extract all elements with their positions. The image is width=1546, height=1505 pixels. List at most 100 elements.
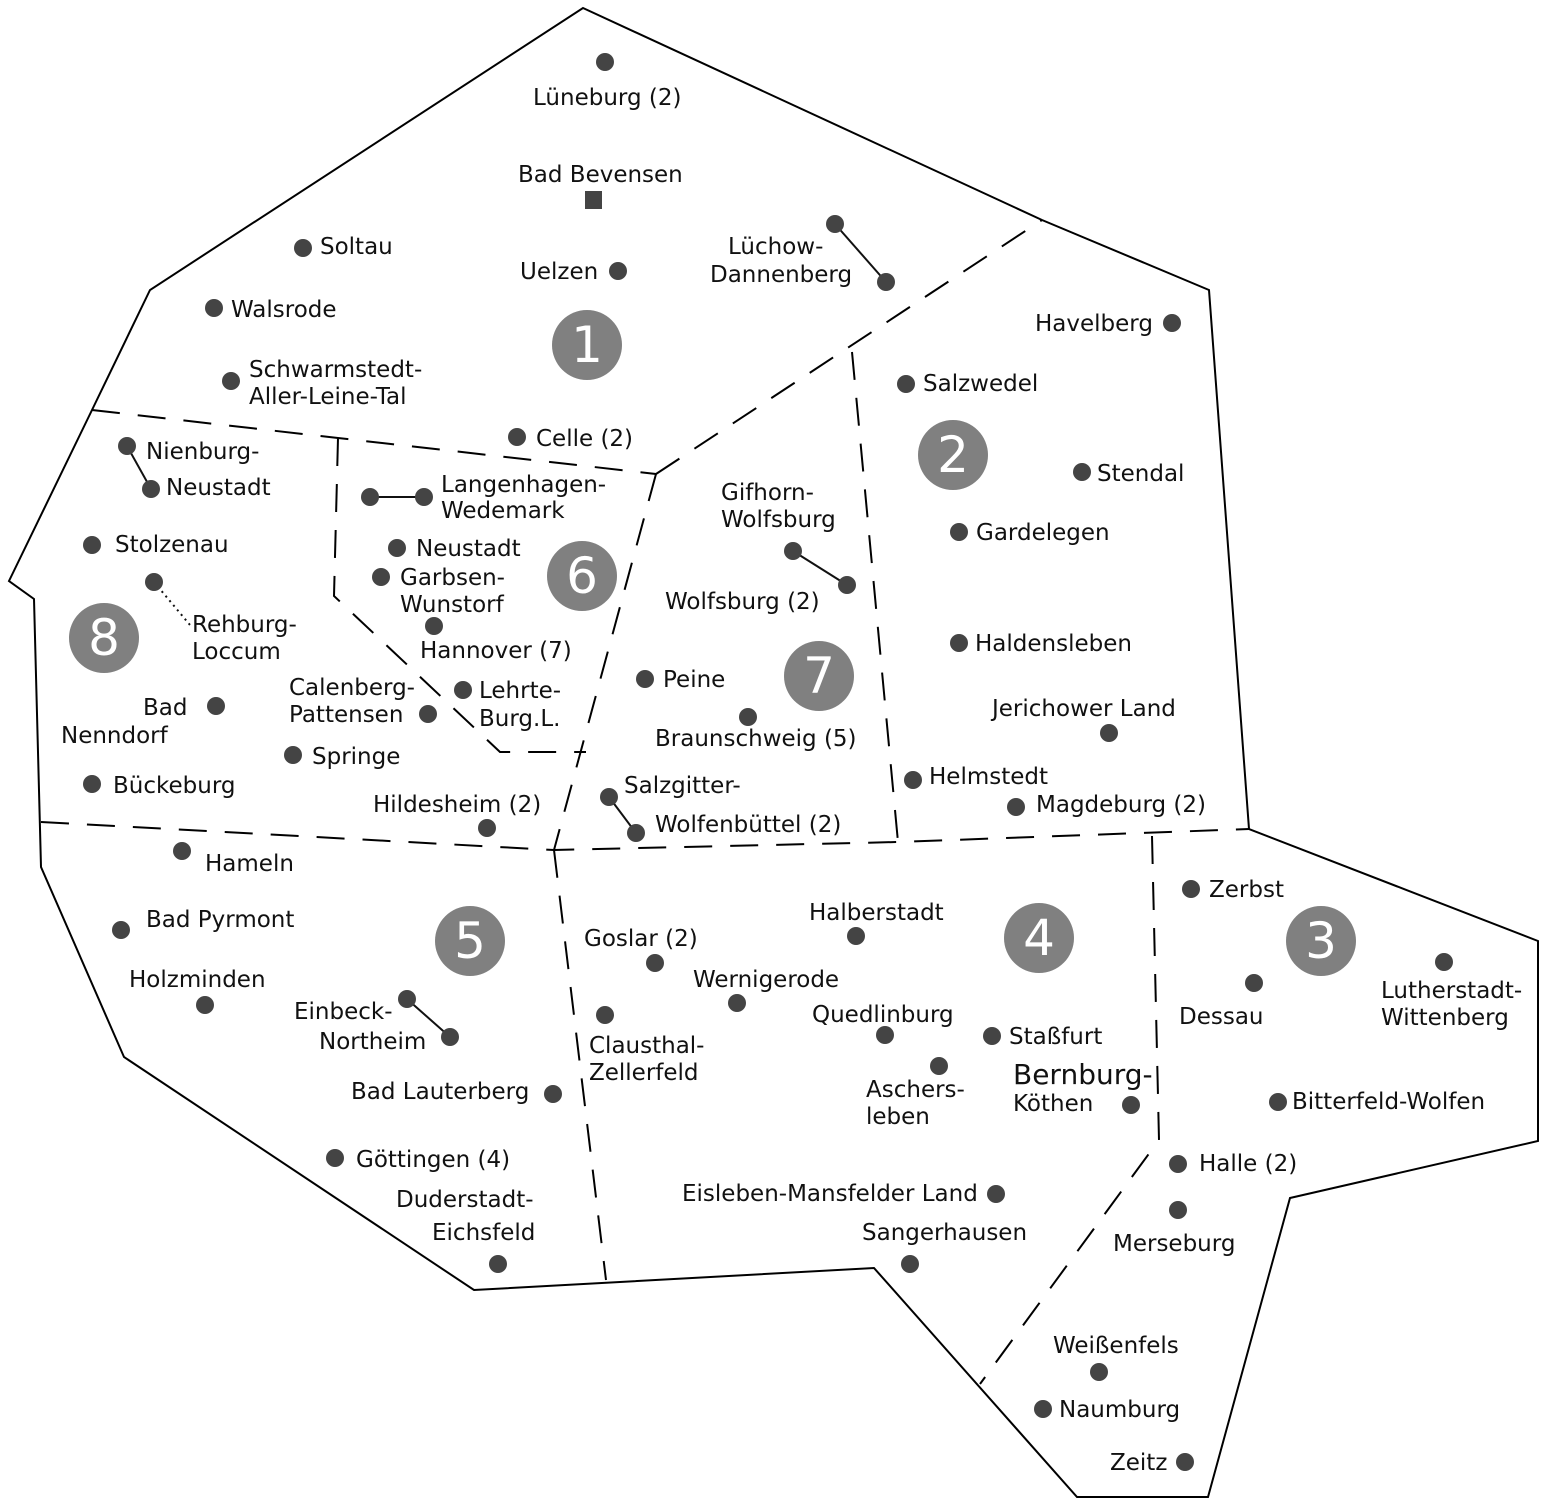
location-marker-schwarmstedt[interactable] — [222, 372, 240, 390]
boundary-1-2-7 — [655, 219, 1043, 475]
boundary-2-7 — [851, 351, 899, 843]
location-marker-einbeck[interactable] — [398, 990, 416, 1008]
location-label-magdeburg: Magdeburg (2) — [1036, 792, 1206, 818]
location-marker-aschersleben[interactable] — [930, 1057, 948, 1075]
location-label-hannover: Hannover (7) — [420, 638, 572, 664]
location-label-nienburg-2: Neustadt — [166, 475, 271, 501]
boundary-5-4 — [553, 849, 607, 1281]
location-marker-soltau[interactable] — [294, 239, 312, 257]
location-marker-naumburg[interactable] — [1034, 1400, 1052, 1418]
location-marker-peine[interactable] — [636, 670, 654, 688]
location-marker-braunschweig[interactable] — [739, 708, 757, 726]
location-marker-hameln[interactable] — [173, 842, 191, 860]
location-marker-lehrte[interactable] — [454, 681, 472, 699]
location-marker-bad-bevensen-square[interactable] — [585, 191, 602, 209]
location-marker-haldensleben[interactable] — [950, 634, 968, 652]
location-marker-clausthal[interactable] — [596, 1006, 614, 1024]
location-marker-jerichower[interactable] — [1100, 724, 1118, 742]
location-marker-langenhagen[interactable] — [361, 488, 379, 506]
location-marker-stolzenau[interactable] — [83, 536, 101, 554]
location-marker-rehburg[interactable] — [145, 573, 163, 591]
region-badge-4: 4 — [1004, 903, 1074, 973]
location-marker-holzminden[interactable] — [196, 996, 214, 1014]
location-label-naumburg: Naumburg — [1059, 1397, 1180, 1423]
location-label-merseburg: Merseburg — [1113, 1231, 1235, 1257]
location-marker-quedlinburg[interactable] — [876, 1026, 894, 1044]
location-marker-bad-lauterberg[interactable] — [544, 1085, 562, 1103]
location-marker-bernburg[interactable] — [1122, 1096, 1140, 1114]
location-marker-wittenberg[interactable] — [1435, 953, 1453, 971]
region-badge-label: 4 — [1023, 909, 1055, 967]
location-marker-eisleben[interactable] — [987, 1185, 1005, 1203]
location-marker-stassfurt[interactable] — [983, 1027, 1001, 1045]
location-marker-walsrode[interactable] — [205, 299, 223, 317]
location-marker-hildesheim[interactable] — [478, 819, 496, 837]
location-marker-wolfsburg[interactable] — [838, 576, 856, 594]
location-label-goslar: Goslar (2) — [584, 926, 698, 952]
location-marker-sangerhausen[interactable] — [901, 1255, 919, 1273]
location-marker-neustadt-8[interactable] — [142, 480, 160, 498]
location-marker-halle[interactable] — [1169, 1155, 1187, 1173]
location-marker-neustadt-6[interactable] — [388, 539, 406, 557]
location-marker-gardelegen[interactable] — [950, 523, 968, 541]
location-label-peine: Peine — [663, 667, 725, 693]
location-marker-garbsen[interactable] — [372, 568, 390, 586]
location-label-calenberg-2: Pattensen — [289, 702, 403, 728]
location-label-gifhorn-1: Gifhorn- — [721, 480, 814, 506]
location-label-goettingen: Göttingen (4) — [356, 1147, 510, 1173]
location-label-garbsen-2: Wunstorf — [400, 592, 505, 618]
location-marker-dessau[interactable] — [1245, 974, 1263, 992]
location-marker-duderstadt[interactable] — [489, 1255, 507, 1273]
location-label-aschersleben-1: Aschers- — [866, 1077, 965, 1103]
location-marker-salzgitter[interactable] — [600, 788, 618, 806]
location-marker-gifhorn[interactable] — [784, 542, 802, 560]
location-label-halberstadt: Halberstadt — [809, 900, 944, 926]
region-badge-7: 7 — [784, 641, 854, 711]
location-marker-bad-nenndorf[interactable] — [207, 697, 225, 715]
location-label-calenberg-1: Calenberg- — [289, 675, 415, 701]
location-marker-nienburg[interactable] — [118, 437, 136, 455]
location-marker-goslar[interactable] — [646, 954, 664, 972]
location-marker-hannover[interactable] — [425, 617, 443, 635]
location-label-clausthal-2: Zellerfeld — [589, 1060, 699, 1086]
location-marker-wolfenbuettel[interactable] — [627, 824, 645, 842]
location-marker-zeitz[interactable] — [1176, 1453, 1194, 1471]
location-marker-zerbst[interactable] — [1182, 880, 1200, 898]
location-label-soltau: Soltau — [320, 234, 393, 260]
location-marker-lueneburg[interactable] — [596, 53, 614, 71]
location-label-gifhorn-2: Wolfsburg — [721, 507, 836, 533]
location-marker-salzwedel[interactable] — [897, 375, 915, 393]
location-marker-uelzen[interactable] — [609, 262, 627, 280]
location-label-bad-nenndorf-2: Nenndorf — [61, 723, 169, 749]
location-marker-magdeburg[interactable] — [1007, 798, 1025, 816]
region-badge-5: 5 — [435, 906, 505, 976]
location-label-einbeck-1: Einbeck- — [294, 999, 393, 1025]
location-marker-luechow[interactable] — [826, 215, 844, 233]
location-marker-celle[interactable] — [508, 428, 526, 446]
region-badge-3: 3 — [1286, 906, 1356, 976]
region-badge-label: 2 — [937, 426, 969, 484]
location-label-stolzenau: Stolzenau — [115, 532, 229, 558]
location-marker-dannenberg[interactable] — [877, 273, 895, 291]
location-marker-bueckeburg[interactable] — [83, 775, 101, 793]
location-marker-weissenfels[interactable] — [1090, 1363, 1108, 1381]
location-marker-northeim[interactable] — [441, 1028, 459, 1046]
location-label-gardelegen: Gardelegen — [976, 520, 1110, 546]
location-marker-goettingen[interactable] — [326, 1149, 344, 1167]
location-marker-stendal[interactable] — [1073, 463, 1091, 481]
location-marker-merseburg[interactable] — [1169, 1201, 1187, 1219]
location-marker-havelberg[interactable] — [1163, 314, 1181, 332]
location-label-wernigerode: Wernigerode — [693, 967, 839, 993]
location-marker-calenberg[interactable] — [419, 705, 437, 723]
location-marker-halberstadt[interactable] — [847, 927, 865, 945]
location-label-bad-bevensen: Bad Bevensen — [518, 162, 683, 188]
location-label-rehburg-2: Loccum — [192, 639, 281, 665]
location-marker-bad-pyrmont[interactable] — [112, 921, 130, 939]
location-marker-bitterfeld[interactable] — [1269, 1093, 1287, 1111]
location-marker-wedemark[interactable] — [415, 488, 433, 506]
location-marker-helmstedt[interactable] — [904, 771, 922, 789]
location-marker-wernigerode[interactable] — [728, 994, 746, 1012]
location-label-lehrte-1: Lehrte- — [479, 678, 561, 704]
region-badge-6: 6 — [547, 541, 617, 611]
location-marker-springe[interactable] — [284, 746, 302, 764]
